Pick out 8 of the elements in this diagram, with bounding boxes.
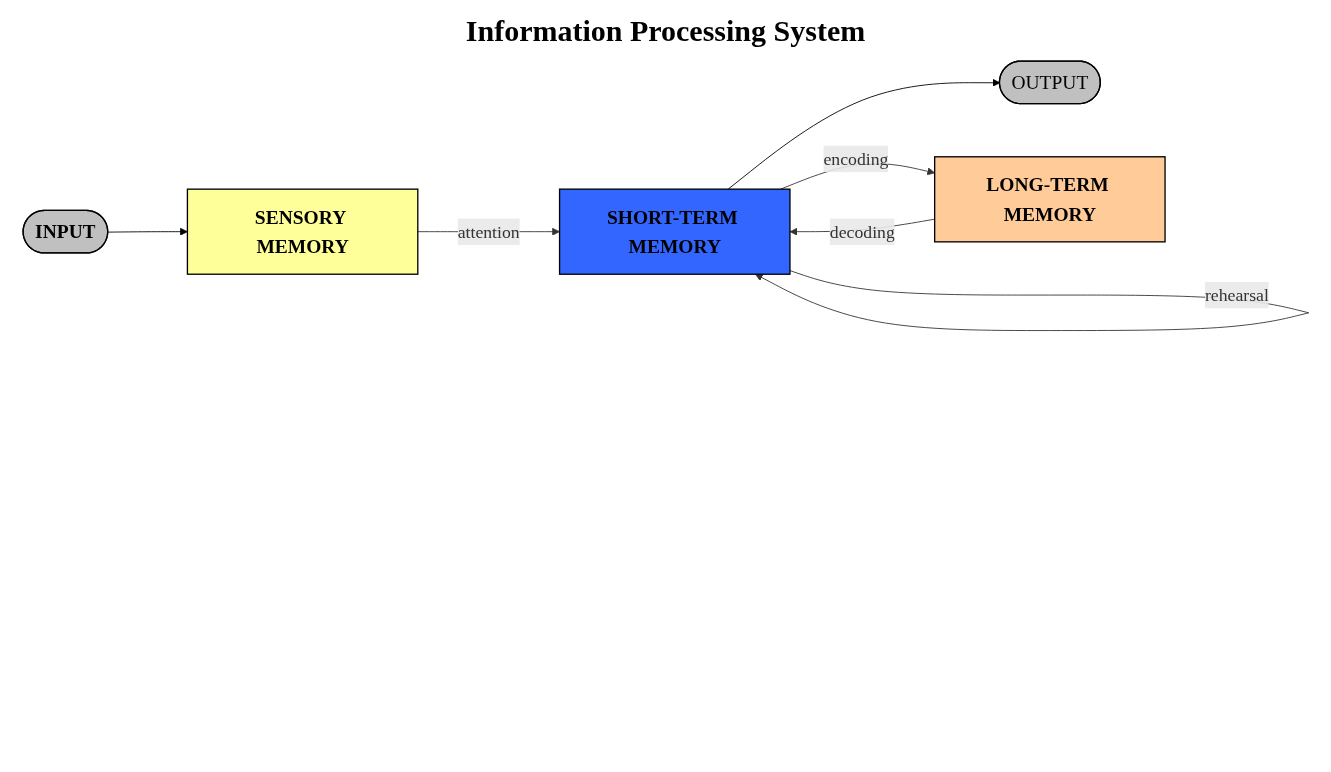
edge-label: decoding [829, 221, 895, 242]
diagram-title: Information Processing System [464, 14, 867, 48]
edge-label: encoding [822, 149, 888, 169]
node-box: SHORT-TERM MEMORY [558, 188, 791, 275]
edge-label: rehearsal [1204, 285, 1269, 305]
node-box: SENSORY MEMORY [186, 188, 418, 275]
node-box: LONG-TERM MEMORY [933, 156, 1166, 243]
edge-label: attention [457, 221, 520, 242]
